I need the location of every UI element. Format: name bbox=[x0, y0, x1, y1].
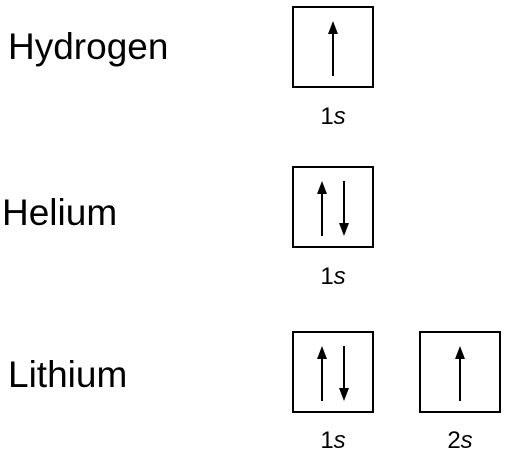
element-name-helium: Helium bbox=[2, 192, 118, 233]
orbital-label-subshell: s bbox=[333, 103, 346, 130]
orbital-label-number: 1 bbox=[320, 427, 334, 454]
orbital-label-hydrogen-1s: 1s bbox=[292, 104, 374, 130]
orbital-label-helium-1s: 1s bbox=[292, 264, 374, 290]
electron-up-arrow-icon bbox=[328, 21, 338, 76]
electron-down-arrow-icon bbox=[339, 346, 349, 401]
orbital-box-lithium-1s bbox=[292, 331, 374, 413]
element-name-lithium: Lithium bbox=[8, 354, 128, 395]
electron-up-arrow-icon bbox=[455, 346, 465, 401]
orbital-box-helium-1s bbox=[292, 166, 374, 248]
orbital-label-number: 2 bbox=[447, 427, 461, 454]
orbital-label-subshell: s bbox=[460, 427, 473, 454]
orbital-label-number: 1 bbox=[320, 103, 334, 130]
orbital-label-subshell: s bbox=[333, 263, 346, 290]
orbital-label-lithium-1s: 1s bbox=[292, 428, 374, 454]
element-name-hydrogen: Hydrogen bbox=[8, 26, 169, 67]
electron-up-arrow-icon bbox=[317, 346, 327, 401]
orbital-label-subshell: s bbox=[333, 427, 346, 454]
electron-up-arrow-icon bbox=[317, 181, 327, 236]
orbital-label-lithium-2s: 2s bbox=[419, 428, 501, 454]
electron-down-arrow-icon bbox=[339, 181, 349, 236]
orbital-label-number: 1 bbox=[320, 263, 334, 290]
